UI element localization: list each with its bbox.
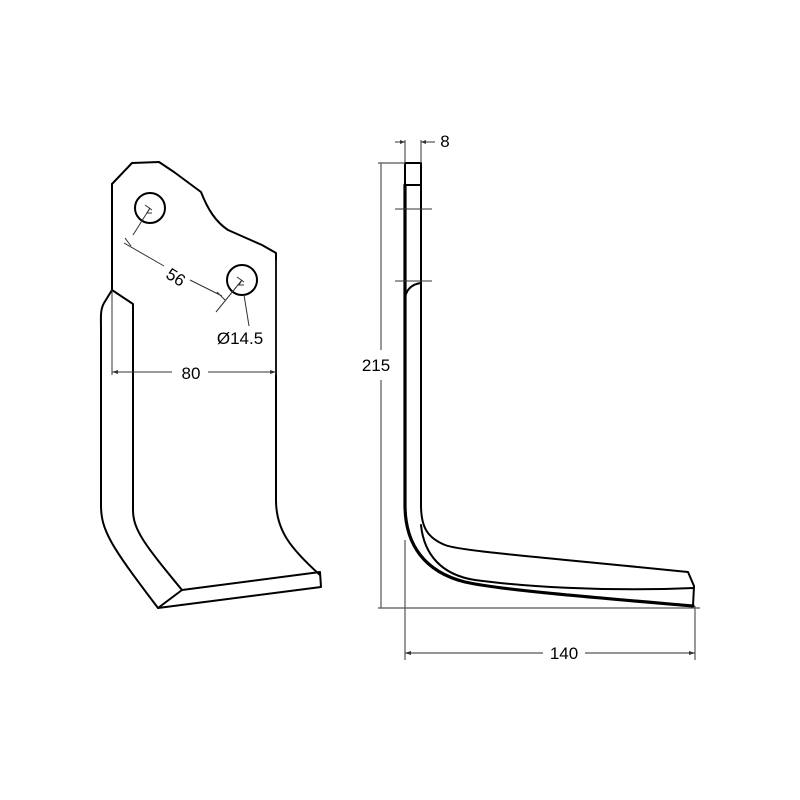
side-shank-right — [420, 184, 695, 587]
label-height: 215 — [362, 356, 390, 375]
label-thickness: 8 — [440, 132, 449, 151]
mounting-hole-lower — [226, 264, 258, 296]
dim-line-thickness — [395, 140, 435, 163]
side-view — [378, 140, 700, 660]
leader-hole-diameter — [243, 294, 250, 327]
side-shank-left — [403, 183, 695, 608]
label-hole-diameter: Ø14.5 — [217, 329, 263, 348]
side-middle-curve — [420, 524, 695, 591]
side-inner-curve — [404, 282, 422, 301]
dim-line-width — [111, 260, 277, 375]
dim-line-height — [378, 162, 700, 609]
blade-cutting-edge — [157, 571, 322, 609]
blade-shank-fold — [111, 289, 183, 591]
label-hole-spacing: 56 — [163, 264, 189, 290]
blade-upper-plate-outline — [111, 161, 321, 576]
blade-shank-outer — [99, 289, 159, 609]
mounting-hole-upper — [134, 192, 166, 224]
dim-line-hole-spacing — [123, 207, 243, 313]
dim-line-length — [404, 540, 696, 660]
label-width: 80 — [182, 364, 201, 383]
side-top-cap — [404, 162, 422, 186]
front-view — [99, 161, 322, 609]
label-length: 140 — [550, 644, 578, 663]
